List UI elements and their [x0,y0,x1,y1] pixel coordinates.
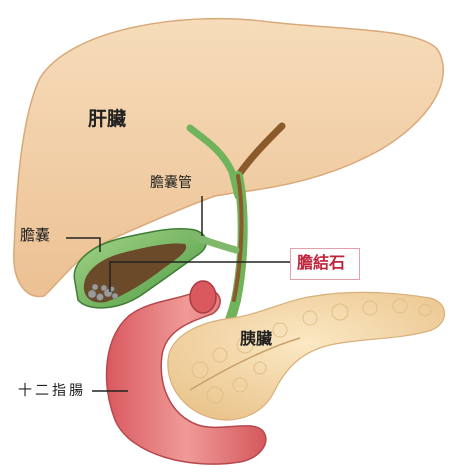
label-gallbladder: 膽囊 [20,228,50,243]
label-liver: 肝臟 [88,110,126,129]
liver [14,19,444,297]
label-pancreas: 胰臟 [240,331,272,347]
label-gallstone: 膽結石 [297,255,345,271]
label-cystic-duct: 膽囊管 [150,176,192,190]
stomach-opening [190,281,216,313]
label-duodenum: 十二指腸 [18,384,86,398]
